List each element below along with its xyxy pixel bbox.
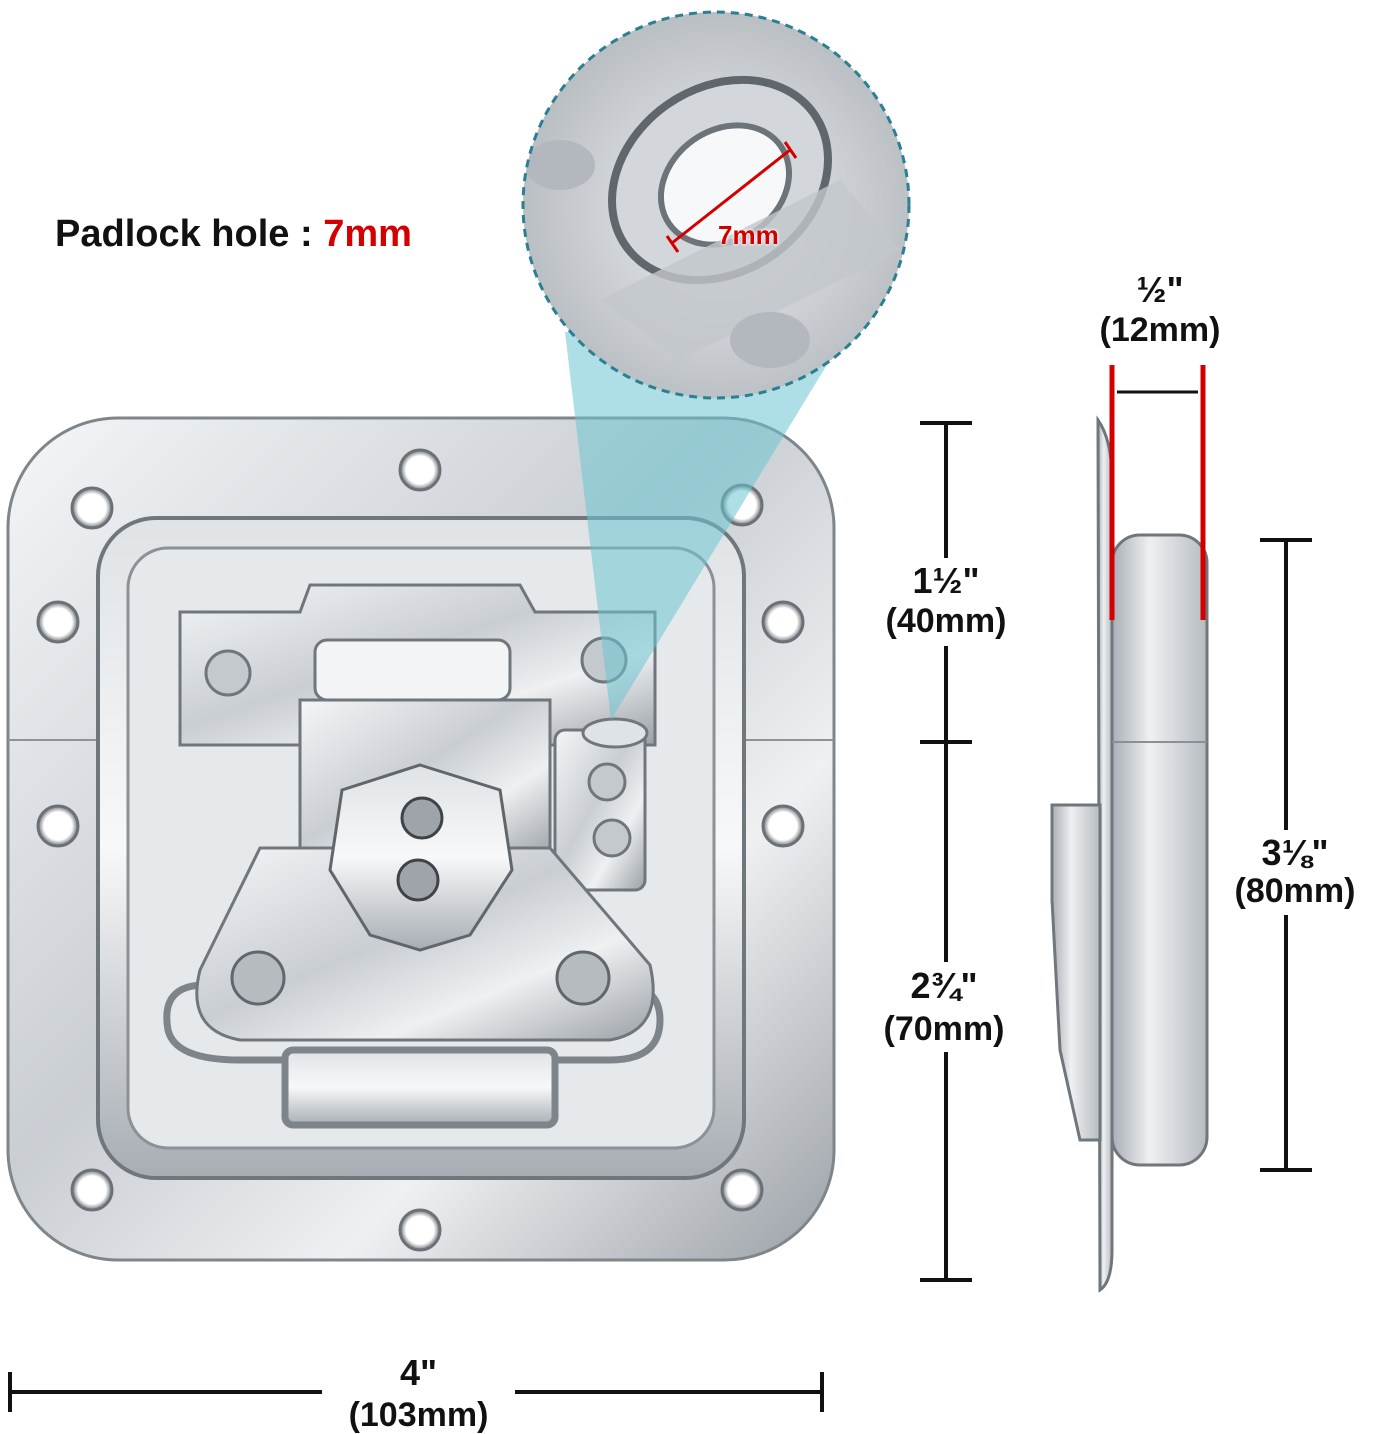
upper-height-metric: (40mm) (885, 602, 1007, 640)
mounting-hole-icon (398, 1208, 442, 1252)
zoom-cone (565, 332, 845, 720)
rivet-icon (396, 858, 440, 902)
latch-lever (195, 698, 655, 1042)
height-dimension-line (920, 421, 972, 1282)
width-metric: (103mm) (348, 1396, 489, 1434)
side-height-metric: (80mm) (1234, 872, 1356, 910)
lower-height-fraction: 2¾" (910, 965, 978, 1006)
width-dimension-line (8, 1372, 824, 1412)
zoom-measurement-label: 7mm (718, 220, 779, 250)
mounting-hole-icon (70, 486, 114, 530)
side-view (1050, 415, 1209, 1293)
mounting-hole-icon (761, 804, 805, 848)
padlock-zoom-view (521, 10, 911, 400)
depth-metric: (12mm) (1099, 311, 1221, 349)
depth-markers (1109, 365, 1206, 620)
depth-fraction: ½" (1136, 269, 1184, 310)
callout-label: Padlock hole (55, 213, 290, 255)
mounting-hole-icon (761, 600, 805, 644)
lower-height-metric: (70mm) (883, 1010, 1005, 1048)
side-height-dimension-line (1260, 538, 1312, 1172)
bail-wire (163, 981, 664, 1129)
mounting-hole-icon (70, 1168, 114, 1212)
padlock-tab (553, 717, 649, 892)
upper-height-fraction: 1½" (912, 560, 980, 601)
mounting-hole-icon (36, 600, 80, 644)
callout-separator: : (299, 213, 313, 255)
side-height-fraction: 3⅛" (1261, 832, 1329, 873)
mounting-hole-icon (36, 804, 80, 848)
mounting-hole-icon (720, 1168, 764, 1212)
padlock-hole-callout: Padlock hole : 7mm (55, 213, 412, 256)
callout-value: 7mm (323, 213, 412, 255)
width-fraction: 4" (399, 1352, 438, 1393)
rivet-icon (400, 796, 444, 840)
mounting-hole-icon (398, 448, 442, 492)
